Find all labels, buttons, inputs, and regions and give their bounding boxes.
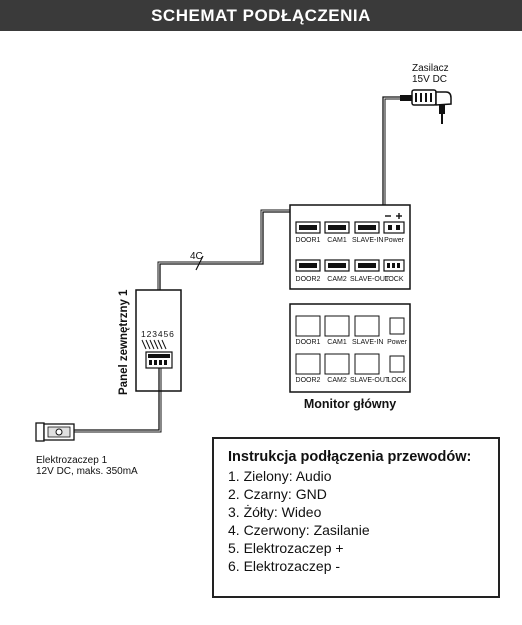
front-port-slave-out: SLAVE-OUT xyxy=(350,377,390,384)
instructions-title: Instrukcja podłączenia przewodów: xyxy=(228,449,472,465)
back-port-cam2: CAM2 xyxy=(327,276,347,283)
front-port-power: Power xyxy=(387,339,407,346)
instruction-item-3: 3. Żółty: Wideo xyxy=(228,504,322,520)
instruction-item-5: 5. Elektrozaczep + xyxy=(228,540,344,556)
back-port-power: Power xyxy=(384,237,404,244)
front-port-door2: DOOR2 xyxy=(295,377,321,384)
front-port-cam1: CAM1 xyxy=(327,339,347,346)
front-port-slave-in: SLAVE-IN xyxy=(352,339,384,346)
electric-lock-icon xyxy=(35,422,75,442)
back-port-cam1: CAM1 xyxy=(327,237,347,244)
back-port-slave-in: SLAVE-IN xyxy=(352,237,384,244)
back-port-door1: DOOR1 xyxy=(295,237,321,244)
front-port-door1: DOOR1 xyxy=(295,339,321,346)
lock-label-1: Elektrozaczep 1 xyxy=(36,455,108,466)
instruction-item-6: 6. Elektrozaczep - xyxy=(228,558,341,574)
cable-label: 4C xyxy=(190,251,203,262)
lock-label-2: 12V DC, maks. 350mA xyxy=(36,466,138,477)
instruction-item-4: 4. Czerwony: Zasilanie xyxy=(228,522,370,538)
front-port-cam2: CAM2 xyxy=(327,377,347,384)
monitor-back-panel xyxy=(289,204,411,290)
instruction-item-2: 2. Czarny: GND xyxy=(228,486,327,502)
front-port-lock: LOCK xyxy=(387,377,407,384)
instructions-box: Instrukcja podłączenia przewodów: 1. Zie… xyxy=(212,437,500,598)
power-supply-label-2: 15V DC xyxy=(412,74,448,85)
panel-label: Panel zewnętrzny 1 xyxy=(118,289,130,395)
monitor-title: Monitor główny xyxy=(303,397,397,411)
back-port-lock: LOCK xyxy=(384,276,404,283)
back-port-slave-out: SLAVE-OUT xyxy=(350,276,390,283)
power-supply-icon xyxy=(400,89,452,124)
power-supply-label-1: Zasilacz xyxy=(412,63,449,74)
panel-terminal-block xyxy=(145,351,173,369)
monitor-front-modules xyxy=(295,315,405,375)
header-title: SCHEMAT PODŁĄCZENIA xyxy=(0,0,522,31)
back-port-door2: DOOR2 xyxy=(295,276,321,283)
instruction-item-1: 1. Zielony: Audio xyxy=(228,468,332,484)
panel-pin-numbers: 123456 xyxy=(141,329,175,339)
